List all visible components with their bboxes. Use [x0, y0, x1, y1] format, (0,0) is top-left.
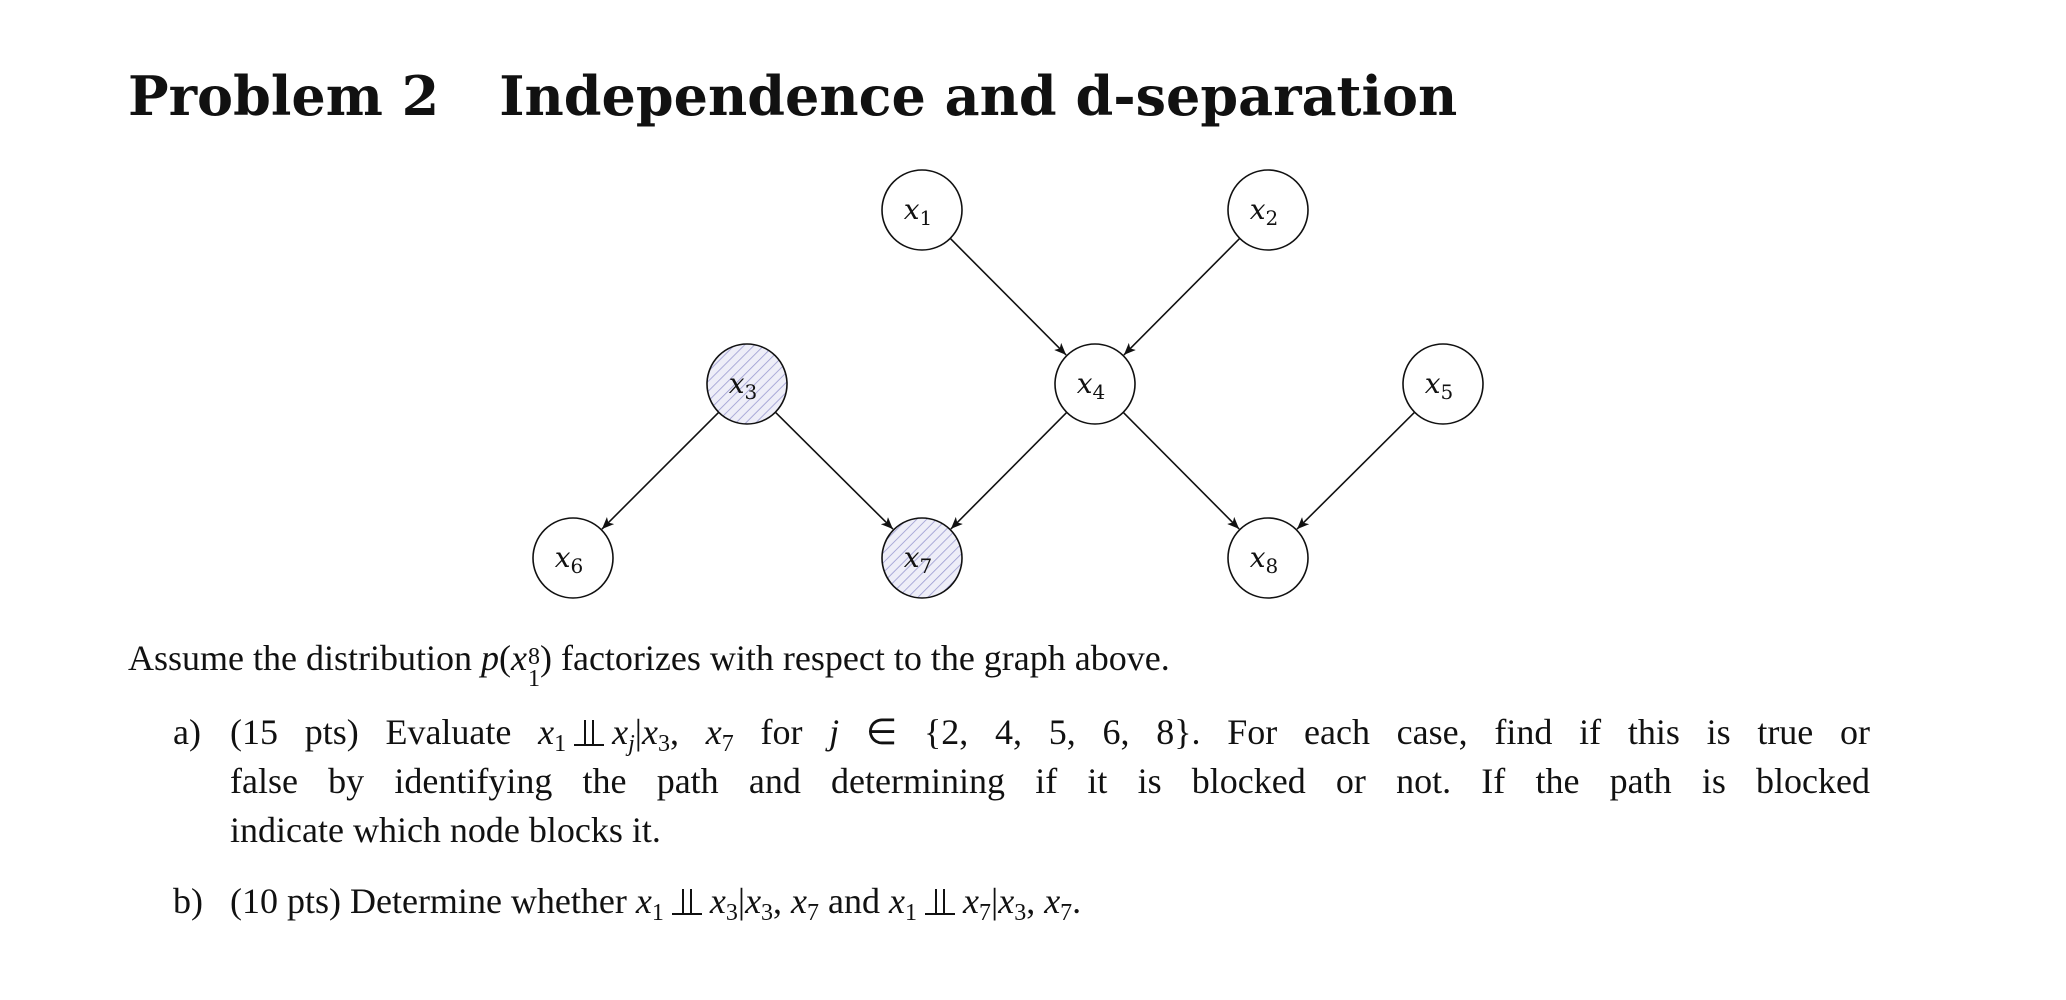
edge-x4-x8: [1122, 411, 1240, 530]
problem-label: Problem 2: [128, 64, 440, 128]
node-x1: x1: [881, 169, 963, 251]
paragraph-after: factorizes with respect to the graph abo…: [551, 638, 1170, 678]
node-label-x2: x2: [1250, 193, 1279, 230]
item-a-line-2: false by identifying the path and determ…: [230, 761, 1870, 801]
item-b-pre: (10 pts) Determine whether: [230, 881, 636, 921]
item-b-comma: ,: [773, 881, 792, 921]
node-x3: x3: [706, 343, 788, 425]
item-b-e1-x3-sub: 3: [725, 900, 738, 926]
item-a-x7-sub: 7: [721, 731, 734, 757]
node-x6: x6: [532, 517, 614, 599]
item-b-d2-sub: 7: [1060, 900, 1073, 926]
item-b-d2: x: [1044, 881, 1061, 921]
node-label-x4: x4: [1077, 367, 1106, 404]
node-circle-x6: [532, 517, 614, 599]
node-circle-x5: [1402, 343, 1484, 425]
node-circle-x4: [1054, 343, 1136, 425]
independence-symbol: [671, 889, 702, 915]
item-b-c1: x: [745, 881, 762, 921]
independence-symbol: [574, 720, 605, 746]
item-a-for: for: [733, 712, 830, 752]
item-b-e1-x1-sub: 1: [651, 900, 664, 926]
paragraph-open: (: [499, 638, 511, 678]
distribution-sub: 1: [527, 666, 540, 692]
edge-x2-x4: [1123, 237, 1241, 356]
item-a-xj: x: [612, 712, 629, 752]
item-a-given: |: [634, 712, 642, 752]
item-b-marker: b): [173, 881, 203, 921]
node-circle-x8: [1227, 517, 1309, 599]
item-a-j: j: [829, 712, 840, 752]
edge-x1-x4: [949, 237, 1067, 356]
item-a-x7: x: [705, 712, 722, 752]
item-a-x1-sub: 1: [554, 731, 567, 757]
item-b-c2-sub: 7: [807, 900, 820, 926]
node-label-x7: x7: [904, 541, 933, 578]
item-b-d1: x: [998, 881, 1015, 921]
item-a-xj-sub: j: [628, 731, 635, 757]
distribution-sup: 8: [527, 644, 540, 670]
node-label-x3: x3: [729, 367, 758, 404]
edge-x4-x7: [950, 411, 1068, 530]
node-label-x5: x5: [1425, 367, 1454, 404]
item-a-marker: a): [173, 712, 201, 752]
item-b-d1-sub: 3: [1014, 900, 1027, 926]
item-a-pre: (15 pts) Evaluate: [230, 712, 539, 752]
item-b-period: .: [1072, 881, 1082, 921]
problem-title: Independence and d-separation: [499, 64, 1458, 128]
item-b-e2-x7: x: [963, 881, 979, 921]
node-circle-x1: [881, 169, 963, 251]
node-circle-x2: [1227, 169, 1309, 251]
item-a-set: ∈ {2, 4, 5, 6, 8}.: [839, 712, 1201, 752]
node-label-x8: x8: [1250, 541, 1279, 578]
item-b-e1-x3: x: [709, 881, 726, 921]
item-a-comma: ,: [669, 712, 706, 752]
item-b-and: and: [819, 881, 890, 921]
node-x8: x8: [1227, 517, 1309, 599]
paragraph-before: Assume the distribution: [128, 638, 481, 678]
bayesian-network-diagram: x1 x2 x3 x4 x5 x6 x7 x8: [532, 169, 1484, 599]
item-b-c2: x: [791, 881, 808, 921]
item-b-e2-x7-sub: 7: [978, 900, 991, 926]
node-label-x1: x1: [904, 193, 933, 230]
item-a-x3-sub: 3: [657, 731, 670, 757]
item-b-e2-x1: x: [889, 881, 905, 921]
distribution-x: x: [511, 638, 527, 678]
item-b-comma-2: ,: [1026, 881, 1045, 921]
item-b-given-2: |: [990, 881, 999, 921]
item-b-e1-x1: x: [635, 881, 652, 921]
node-label-x6: x6: [555, 541, 584, 578]
edge-x3-x7: [774, 411, 894, 530]
item-b-c1-sub: 3: [761, 900, 774, 926]
item-a-x3: x: [642, 712, 658, 752]
independence-symbol: [925, 889, 955, 915]
item-a-x1: x: [538, 712, 555, 752]
observed-node-circle-x7: [881, 517, 963, 599]
paragraph-close: ): [539, 638, 552, 678]
distribution-p: p: [481, 638, 499, 678]
item-b-given: |: [737, 881, 746, 921]
item-b-e2-x1-sub: 1: [905, 900, 917, 926]
item-a-post: For each case, find if this is true or: [1200, 712, 1871, 752]
node-x4: x4: [1054, 343, 1136, 425]
node-x5: x5: [1402, 343, 1484, 425]
item-a-line-3: indicate which node blocks it.: [230, 810, 661, 850]
observed-node-circle-x3: [706, 343, 788, 425]
node-x2: x2: [1227, 169, 1309, 251]
edge-x3-x6: [601, 411, 720, 530]
node-x7: x7: [881, 517, 963, 599]
problem-heading: Problem 2 Independence and d-separation: [128, 56, 1457, 136]
edge-x5-x8: [1296, 411, 1416, 530]
